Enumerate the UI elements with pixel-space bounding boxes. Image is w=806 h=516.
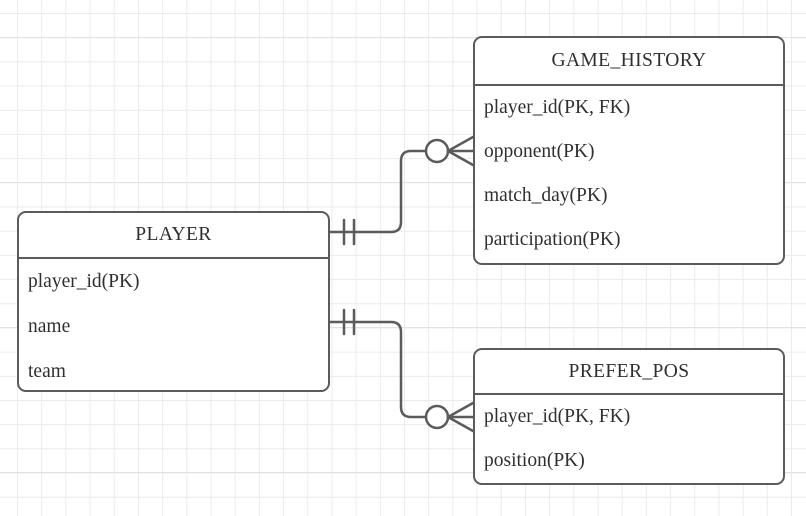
relationship-line [328,320,428,419]
attribute-label: match_day(PK) [484,185,608,206]
cardinality-zero-circle-icon [424,138,450,164]
entity-prefer-pos[interactable]: PREFER_POS player_id(PK, FK) position(PK… [473,348,785,485]
relationship-line [328,149,428,234]
entity-player-title: PLAYER [135,224,212,245]
attribute-label: team [28,360,66,382]
attribute-row[interactable]: match_day(PK) [475,174,783,218]
attribute-label: player_id(PK) [28,270,140,292]
grid-line-major [0,37,806,38]
entity-player-title-bar: PLAYER [19,213,328,259]
entity-player-attributes: player_id(PK) name team [19,259,328,390]
attribute-row[interactable]: opponent(PK) [475,130,783,174]
attribute-row[interactable]: player_id(PK) [19,259,328,304]
crowfoot-icon [446,415,475,433]
attribute-label: name [28,315,71,337]
relationship-player-to-game-history[interactable] [328,135,475,246]
attribute-label: participation(PK) [484,229,621,250]
entity-game-history-attributes: player_id(PK, FK) opponent(PK) match_day… [475,86,783,262]
attribute-row[interactable]: name [19,304,328,349]
attribute-row[interactable]: player_id(PK, FK) [475,395,783,439]
attribute-row[interactable]: position(PK) [475,439,783,483]
crowfoot-icon [446,135,475,153]
entity-prefer-pos-title: PREFER_POS [568,360,690,382]
relationship-player-to-prefer-pos[interactable] [328,308,475,433]
attribute-label: position(PK) [484,450,585,471]
entity-game-history-title: GAME_HISTORY [551,50,707,71]
entity-prefer-pos-attributes: player_id(PK, FK) position(PK) [475,395,783,483]
entity-game-history-title-bar: GAME_HISTORY [475,38,783,86]
attribute-label: player_id(PK, FK) [484,97,631,118]
attribute-row[interactable]: team [19,349,328,390]
entity-player[interactable]: PLAYER player_id(PK) name team [17,211,330,392]
entity-game-history[interactable]: GAME_HISTORY player_id(PK, FK) opponent(… [473,36,785,265]
cardinality-zero-circle-icon [424,404,450,430]
attribute-row[interactable]: player_id(PK, FK) [475,86,783,130]
attribute-row[interactable]: participation(PK) [475,218,783,262]
attribute-label: opponent(PK) [484,141,595,162]
crowfoot-icon [446,401,475,419]
grid-line-major [0,472,806,473]
entity-prefer-pos-title-bar: PREFER_POS [475,350,783,395]
attribute-label: player_id(PK, FK) [484,406,631,427]
crowfoot-icon [446,149,475,167]
